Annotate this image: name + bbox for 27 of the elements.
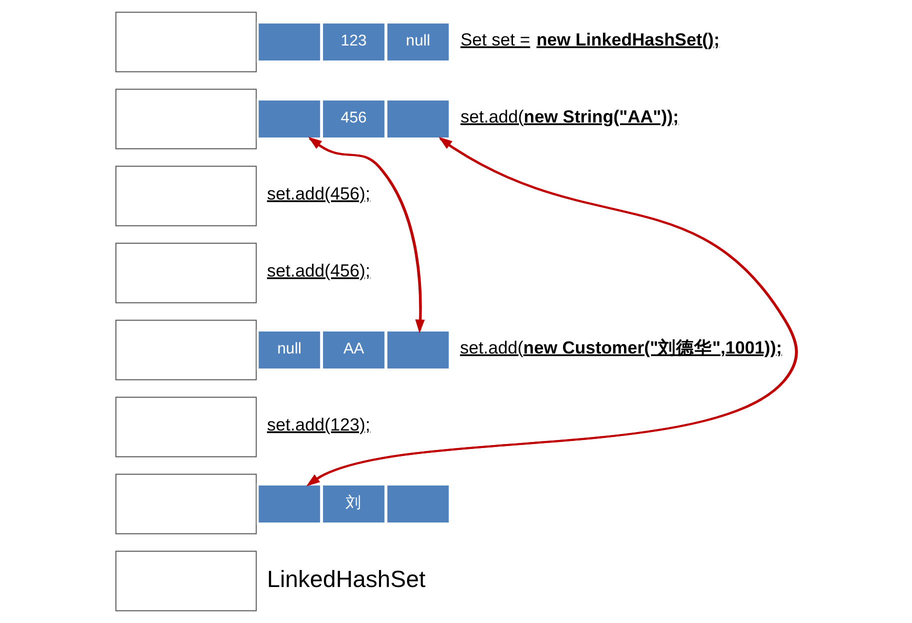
node-box: 刘 xyxy=(320,484,386,524)
node-box xyxy=(114,166,256,226)
node-box xyxy=(384,484,450,524)
node-box xyxy=(256,22,322,62)
node-box: null xyxy=(256,330,322,370)
node-box xyxy=(114,320,256,380)
node-box xyxy=(384,98,450,140)
label: LinkedHashSet xyxy=(266,566,426,592)
label: set.add(456); xyxy=(266,183,370,204)
node-box xyxy=(114,474,256,534)
label: set.add(new Customer("刘德华",1001)); xyxy=(459,337,782,358)
label: Set set = new LinkedHashSet(); xyxy=(460,29,720,50)
node-box: 456 xyxy=(320,98,386,140)
label: set.add(456); xyxy=(266,260,370,280)
node-box: 123 xyxy=(320,22,386,62)
node-box: AA xyxy=(320,330,386,370)
node-box xyxy=(256,484,322,524)
node-box: null xyxy=(384,22,450,62)
label: set.add(new String("AA")); xyxy=(460,106,678,126)
node-box xyxy=(256,98,322,140)
node-box xyxy=(114,550,256,612)
node-box xyxy=(114,12,256,72)
node-box xyxy=(114,88,256,150)
node-box xyxy=(384,330,450,370)
label: set.add(123); xyxy=(266,414,370,434)
node-box xyxy=(114,396,256,458)
node-box xyxy=(114,242,256,304)
